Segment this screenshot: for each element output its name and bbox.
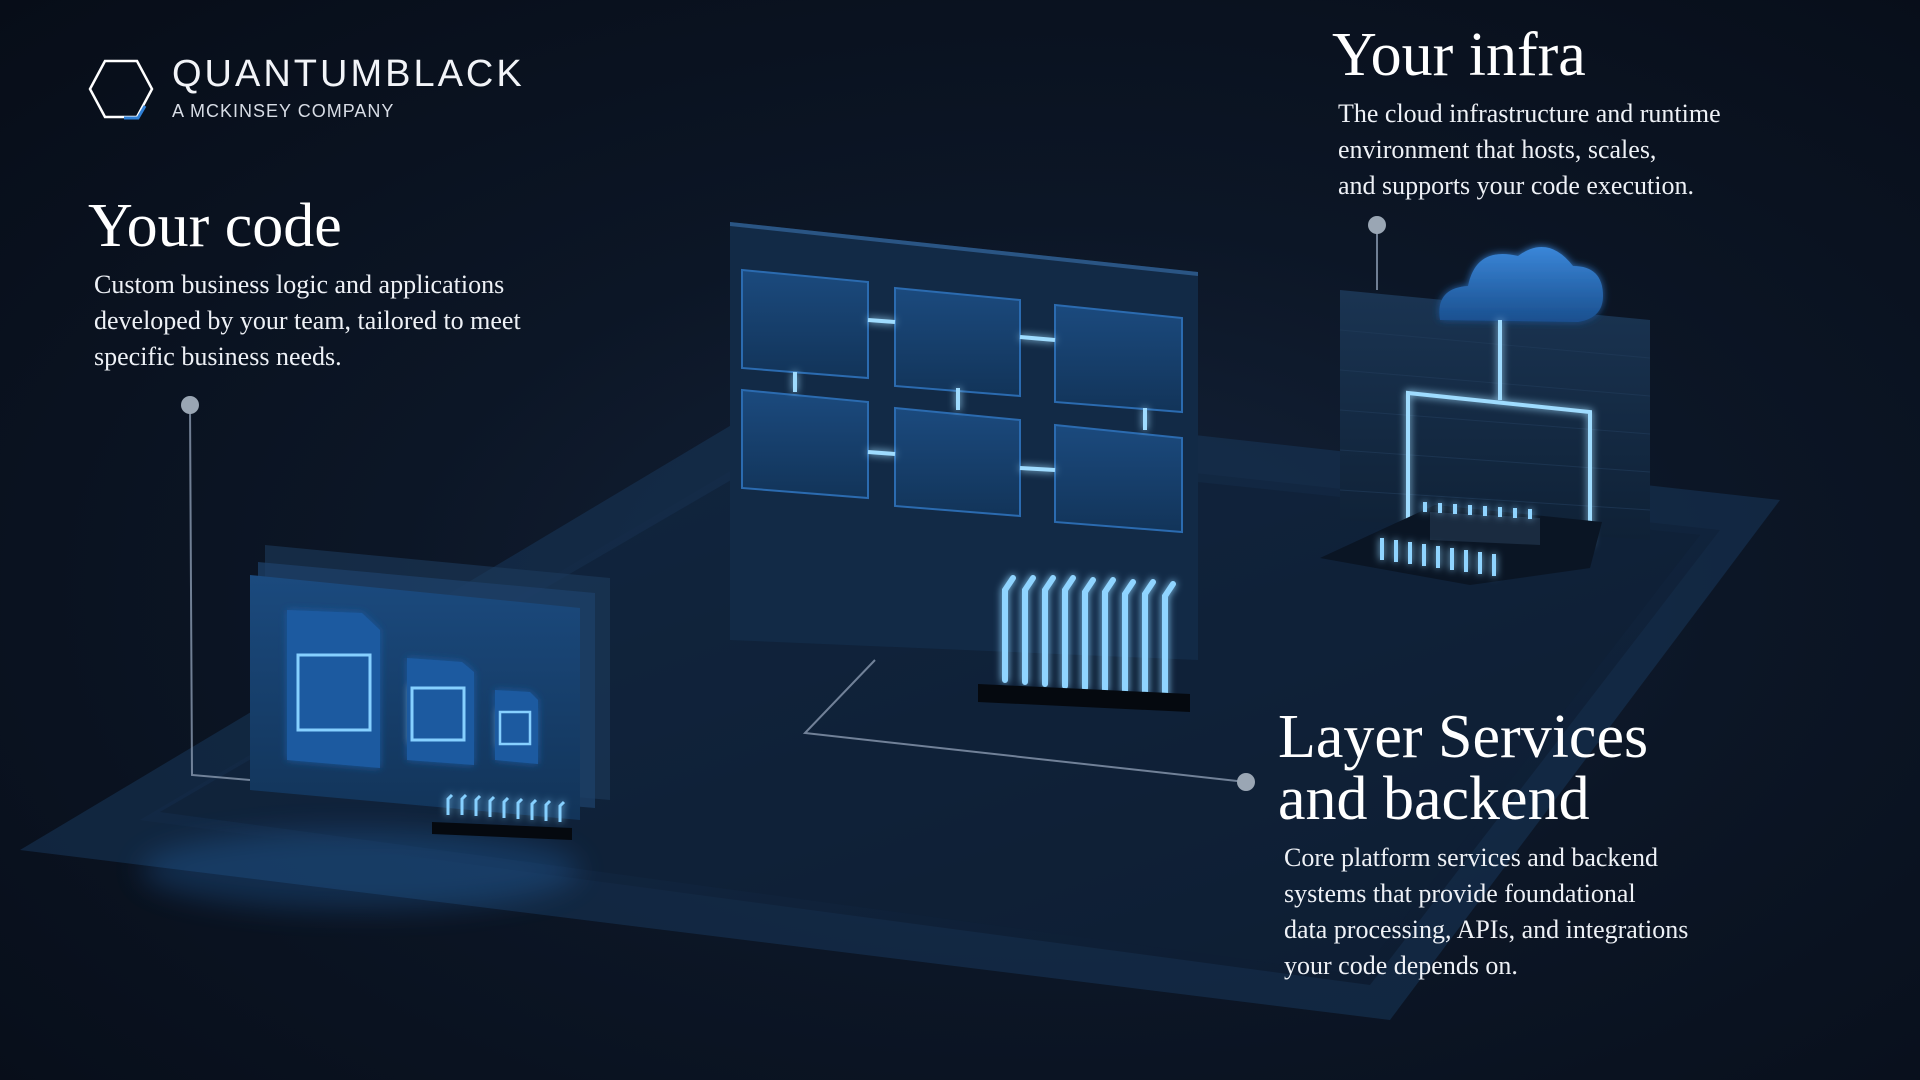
layer-section: Layer Services and backend Core platform… <box>1278 706 1838 984</box>
code-cards-illustration <box>250 545 610 840</box>
infra-description-line: and supports your code execution. <box>1338 171 1694 200</box>
connector-lines <box>189 225 1378 783</box>
code-description-line: developed by your team, tailored to meet <box>94 306 521 335</box>
brand-subtitle: A MCKINSEY COMPANY <box>172 101 395 121</box>
layer-description-line: your code depends on. <box>1284 951 1518 980</box>
infra-title: Your infra <box>1332 21 1586 89</box>
infra-description-line: environment that hosts, scales, <box>1338 135 1657 164</box>
layer-title: Layer Services and backend <box>1278 706 1838 830</box>
connector-dots <box>181 216 1386 791</box>
code-description-line: specific business needs. <box>94 342 342 371</box>
layer-description: Core platform services and backend syste… <box>1284 840 1838 984</box>
code-section: Your code Custom business logic and appl… <box>88 195 608 375</box>
brand-lockup: QUANTUMBLACK A MCKINSEY COMPANY <box>88 55 525 122</box>
infra-cloud-illustration <box>1320 247 1651 585</box>
layer-title-line: Layer Services <box>1278 703 1649 771</box>
infra-section: Your infra The cloud infrastructure and … <box>1332 24 1872 204</box>
layer-description-line: data processing, APIs, and integrations <box>1284 915 1689 944</box>
infra-description: The cloud infrastructure and runtime env… <box>1338 96 1872 204</box>
hexagon-logo-icon <box>88 59 154 119</box>
layer-title-line: and backend <box>1278 765 1590 833</box>
layer-description-line: systems that provide foundational <box>1284 879 1636 908</box>
layer-description-line: Core platform services and backend <box>1284 843 1658 872</box>
brand-name: QUANTUMBLACK <box>172 53 525 95</box>
code-description-line: Custom business logic and applications <box>94 270 505 299</box>
services-grid-illustration <box>730 222 1198 712</box>
infra-description-line: The cloud infrastructure and runtime <box>1338 99 1721 128</box>
floor-platform <box>20 390 1780 1020</box>
code-title: Your code <box>88 192 342 260</box>
code-description: Custom business logic and applications d… <box>94 267 608 375</box>
